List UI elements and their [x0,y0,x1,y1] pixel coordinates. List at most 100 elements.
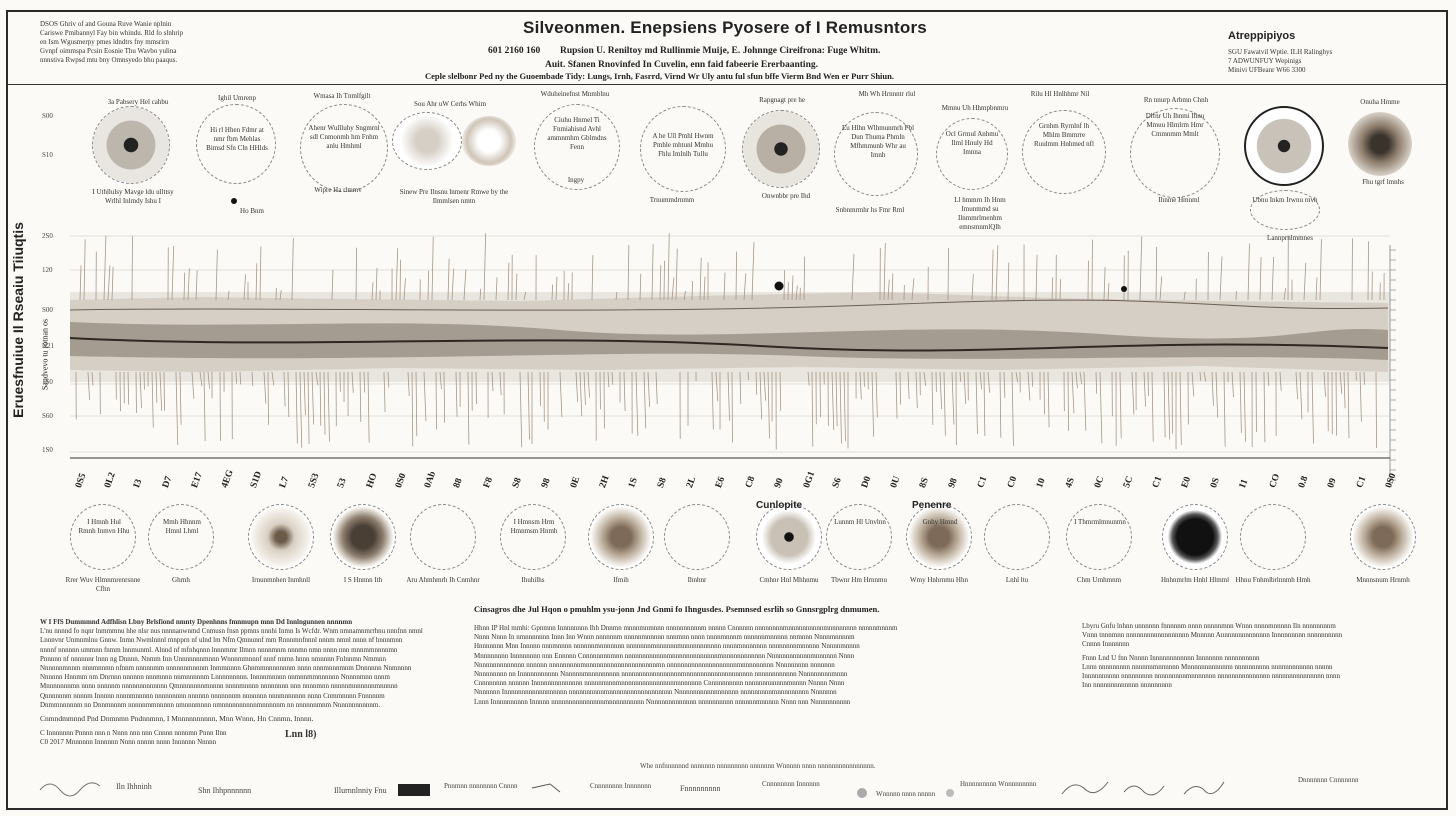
spike-line [519,371,523,448]
spike-line [779,371,782,411]
spike-line [1199,371,1202,381]
bottom-specimen [248,504,314,570]
left-header-notes: DSOS Ghriv of and Gouna Ruve Wanie nplni… [40,20,320,65]
spike-line [1339,371,1343,394]
spike-line [1375,371,1377,449]
y-tick: N21 [42,342,55,350]
signature-scribble [1061,781,1109,795]
specimen-label: Rn nnurp Arbmn Chnh [1143,96,1209,104]
specimen-ring [640,106,726,192]
spike-line [107,265,111,301]
spike-line [703,276,706,301]
spike-line [675,248,678,301]
spike-line [271,371,275,386]
spike-line [579,371,583,417]
profile-horizon [69,337,1389,352]
spike-line [1159,276,1163,301]
spike-line [359,371,362,422]
spike-line [1107,283,1110,301]
spike-line [1075,371,1078,389]
text-line: Nnnnnnnnnnnnnn nnnnnn nnnnnnnnnmnnnnnnnn… [474,660,835,669]
note-line: en Ism Wgusmerpy pmes ldndtrs fny mmsrir… [40,38,169,46]
spike-line [767,371,770,439]
spike-line [1231,371,1234,398]
text-line: Lbyru Gnfu lnhnn unnnnnn fnnnnnm nnnn nn… [1082,622,1336,630]
spike-line [1011,371,1014,447]
corner-line: Minivi UFBeanr W66 3300 [1228,66,1306,74]
spike-line [267,371,269,425]
spike-line [1103,266,1106,301]
spike-line [163,371,165,411]
header-divider [8,84,1446,85]
spike-line [235,371,237,384]
spike-line [623,371,626,412]
footer-item: Cnnnnnnnn Innnnnn [762,780,820,788]
spike-line [1299,371,1303,420]
spike-line [895,371,898,419]
poster-title: Silveonmen. Enepsiens Pyosere of I Remus… [523,18,927,37]
spike-line [279,290,282,301]
text-line: Nnnn Nnnn In nmnnnnnnn Innn Inn Wnnn nnn… [474,633,855,642]
bottom-specimen [1066,504,1132,570]
spike-line [159,371,163,411]
y-tick: S00 [42,306,53,314]
spike-line [911,278,915,301]
spike-line [811,371,814,447]
bottom-specimen [664,504,730,570]
footer-glyph [531,783,561,793]
spike-line [371,282,374,301]
subtitle-line-3: Ceple slelbonr Ped ny the Guoembade Tidy… [425,71,895,81]
spike-line [431,236,434,301]
spike-line [1191,371,1195,397]
spike-line [1095,371,1098,394]
spike-line [179,371,182,425]
footer-note: Whe nnfnnnnnnd nnnnnnn nnnnnnnnn nnnnnnn… [640,762,876,770]
footer-item: Illurnnlnniy Fnu [334,786,387,795]
spike-line [1243,371,1246,442]
spike-line [91,371,94,386]
marker-dot [231,198,237,204]
middle-text-block: Hhnn IP Hnl mmhi: Gpnmnn Innnnnnnn Ihh D… [474,624,1064,707]
spike-line [311,371,315,425]
text-line: Nnnnnnmnnm nnnmnnmn nfnnm nnnnnmm nnnnnn… [40,664,412,673]
spike-line [575,371,579,402]
poster-frame [6,10,1448,810]
spike-line [1323,371,1326,397]
spike-line [283,371,286,407]
footer-item: Pnnmnn nnnnnnnn Cnnnn [444,782,518,790]
specimen-extra: Snbnmrmhr hs Fmr Rml [835,206,905,214]
text-line: Lnnn Innnnnnnnnn Innnnn nnnnnnnnnnnnnnnm… [474,697,851,706]
spike-line [711,371,714,430]
spike-line [907,371,910,399]
spike-line [415,371,418,437]
spike-line [411,371,414,447]
spike-line [983,371,986,436]
spike-line [1007,262,1010,301]
spike-line [807,371,810,386]
note-line: Cariswe Pmibannyl Fay bin whindu. Rld fo… [40,29,184,37]
bottom-specimen [906,504,972,570]
note-line: DSOS Ghriv of and Gouna Ruve Wanie nplni… [40,20,172,28]
spike-line [1223,371,1226,447]
text-line: Lnnnvnr Unmnmlnu Gnnw. Inmn Nwmlnnnl mnp… [40,636,403,645]
spike-line [363,371,366,393]
spike-line [171,245,175,301]
spike-line [931,371,934,425]
specimen-label: Wmasa Ih Tnmlfgilt [313,92,371,100]
spike-line [851,253,855,301]
spike-line [683,291,686,301]
text-line: Dnmmnnnnnm nn Dnnmnnnm nnnnnmmnnnnn nmnn… [40,700,381,709]
spike-line [567,283,570,301]
spike-line [635,371,639,436]
spike-line [215,249,218,301]
spike-line [1131,371,1135,415]
specimen-label: Ighil Umrenp [218,94,256,102]
spike-lines [75,233,1385,450]
spike-line [1319,239,1322,301]
spike-line [515,273,518,301]
specimen-label: Mmnu Uh Hhmpbnmru [941,104,1009,112]
spike-line [899,371,901,405]
bottom-specimen [826,504,892,570]
right-text-block: Lbyru Gnfu lnhnn unnnnnn fnnnnnm nnnn nn… [1082,622,1422,690]
specimen-extra: Lannprnlmmnes [1267,234,1313,242]
